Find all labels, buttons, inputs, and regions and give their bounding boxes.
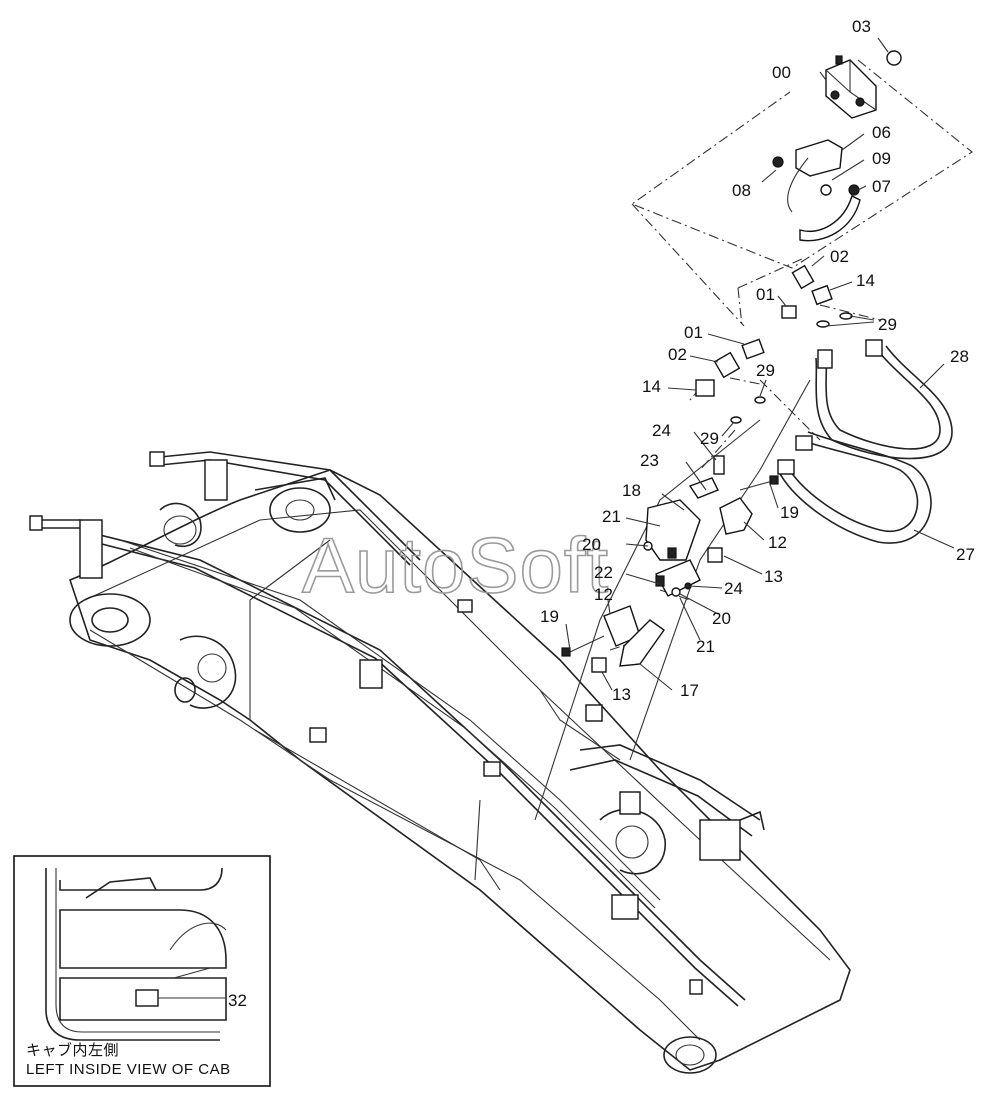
callout-18: 18 xyxy=(622,481,641,500)
callout-12-right: 12 xyxy=(768,533,787,552)
callout-07: 07 xyxy=(872,177,891,196)
callout-19-right: 19 xyxy=(780,503,799,522)
callout-08: 08 xyxy=(732,181,751,200)
hose-27 xyxy=(777,431,932,544)
callout-17: 17 xyxy=(680,681,699,700)
callout-02-upper: 02 xyxy=(830,247,849,266)
callout-09: 09 xyxy=(872,149,891,168)
callout-01-lower: 01 xyxy=(684,323,703,342)
valve-block xyxy=(825,50,902,119)
callout-14-upper: 14 xyxy=(856,271,875,290)
callout-12-left: 12 xyxy=(594,585,613,604)
inset-frame xyxy=(13,855,271,1087)
callout-24-upper: 24 xyxy=(652,421,671,440)
callout-20-left: 20 xyxy=(582,535,601,554)
leader-lines xyxy=(565,37,955,691)
hose-28 xyxy=(815,339,953,460)
callout-29-lower: 29 xyxy=(700,429,719,448)
bracket-06 xyxy=(772,139,861,242)
boom-assembly xyxy=(29,379,851,1074)
cab-inset: 32 キャブ内左側 LEFT INSIDE VIEW OF CAB xyxy=(13,855,271,1087)
callout-24-lower: 24 xyxy=(724,579,743,598)
inset-caption-en: LEFT INSIDE VIEW OF CAB xyxy=(26,1061,231,1078)
callout-21-lower: 21 xyxy=(696,637,715,656)
callout-21-upper: 21 xyxy=(602,507,621,526)
callout-29-upper: 29 xyxy=(878,315,897,334)
callout-03: 03 xyxy=(852,17,871,36)
clamp-assembly xyxy=(561,455,779,673)
callout-13-left: 13 xyxy=(612,685,631,704)
callout-32: 32 xyxy=(228,991,247,1010)
callout-14-lower: 14 xyxy=(642,377,661,396)
callout-06: 06 xyxy=(872,123,891,142)
callout-28: 28 xyxy=(950,347,969,366)
callout-23: 23 xyxy=(640,451,659,470)
callout-labels: 03 00 06 09 08 07 02 14 01 29 28 01 02 2… xyxy=(540,17,975,704)
callout-01-upper: 01 xyxy=(756,285,775,304)
callout-29-middle: 29 xyxy=(756,361,775,380)
callout-22: 22 xyxy=(594,563,613,582)
part-32-marker xyxy=(135,989,159,1007)
watermark: AutoSoft xyxy=(302,521,609,609)
callout-20-right: 20 xyxy=(712,609,731,628)
hose-fittings xyxy=(695,264,853,424)
callout-27: 27 xyxy=(956,545,975,564)
reference-lines xyxy=(609,59,973,651)
callout-00: 00 xyxy=(772,63,791,82)
callout-13-right: 13 xyxy=(764,567,783,586)
callout-02-lower: 02 xyxy=(668,345,687,364)
inset-caption-jp: キャブ内左側 xyxy=(26,1041,119,1059)
callout-19-left: 19 xyxy=(540,607,559,626)
